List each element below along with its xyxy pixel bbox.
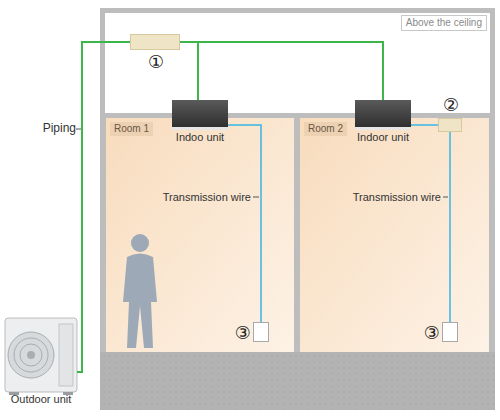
floor	[100, 352, 495, 410]
ceiling-band: ① Above the ceiling	[105, 13, 490, 113]
node-text: ②	[443, 95, 459, 116]
room-ground	[106, 118, 294, 352]
indoor-unit: Indoor unit	[355, 100, 411, 130]
node-text: ③	[424, 323, 440, 344]
transmission-wire	[449, 132, 451, 322]
outdoor-unit-illustration	[5, 318, 77, 395]
fan-grille	[8, 332, 54, 378]
room: ③ Room 1	[106, 118, 294, 352]
node-text: ①	[148, 52, 164, 73]
node-text: Room 2	[304, 122, 347, 136]
node-text: Room 1	[110, 122, 153, 136]
node-text: Indoor unit	[357, 131, 409, 144]
node-text: Outdoor unit	[11, 393, 72, 406]
outdoor-unit-casing	[5, 318, 77, 392]
node-text: Indoo unit	[176, 131, 224, 144]
remote-controller: ③	[253, 322, 269, 342]
piping-component: ①	[130, 34, 180, 50]
node-text: Above the ceiling	[401, 15, 487, 31]
person-body	[123, 254, 157, 349]
leader-line	[76, 129, 81, 130]
adapter-box: ②	[438, 118, 462, 132]
leader-line	[443, 197, 448, 198]
leader-line	[253, 197, 259, 198]
wire-label: Transmission wire	[353, 191, 441, 204]
transmission-wire	[228, 125, 261, 322]
person-silhouette	[123, 234, 157, 348]
fan-hub	[27, 351, 35, 359]
leader-lines	[76, 129, 448, 197]
refrigerant-pipe	[77, 42, 130, 372]
fan-grille	[14, 338, 48, 372]
node-text: ③	[235, 323, 251, 344]
building-wall	[100, 8, 495, 410]
wire-label: Transmission wire	[163, 191, 251, 204]
outdoor-unit: Outdoor unit	[5, 318, 77, 392]
remote-controller: ③	[442, 322, 458, 342]
room-ground	[300, 118, 489, 352]
ceiling-space	[105, 13, 490, 113]
refrigerant-pipe	[180, 42, 198, 100]
side-panel	[59, 324, 73, 386]
transmission-wire	[411, 124, 438, 126]
fan-grille	[20, 344, 42, 366]
room: ③ Room 2	[300, 118, 489, 352]
indoor-unit: Indoo unit	[172, 100, 228, 130]
wire-label: Piping	[43, 122, 76, 136]
refrigerant-pipe	[180, 42, 383, 100]
person-head	[131, 234, 149, 252]
